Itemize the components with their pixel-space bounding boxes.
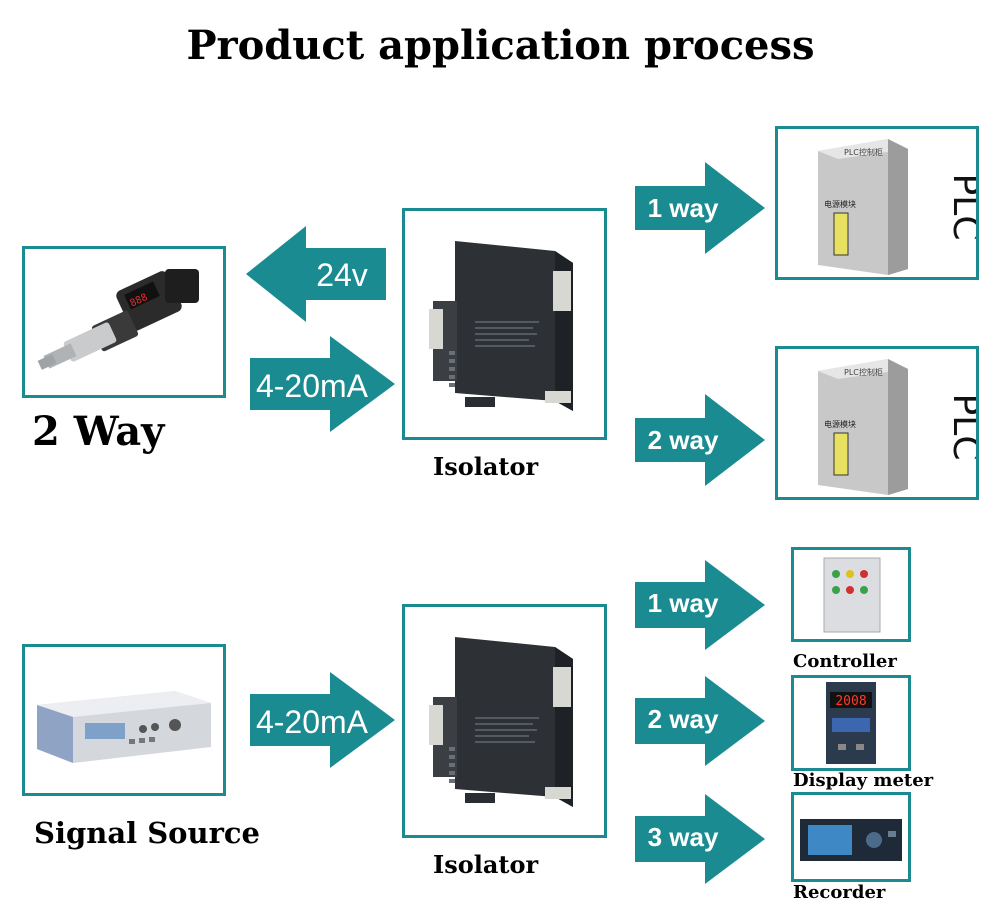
signal-arrow-bottom-label: 4-20mA [256,704,369,740]
isolator-box-top [402,208,607,440]
controller-label: Controller [793,651,897,672]
plc-label-2: PLC [945,394,976,461]
isolator-label-top: Isolator [433,452,539,481]
output-arrow-bottom-1-label: 1 way [648,588,719,618]
plc-box-1: PLC控制柜 电源模块 PLC [775,126,979,280]
power-arrow-label: 24v [316,257,368,293]
recorder-label: Recorder [793,882,886,903]
isolator-image-bottom [429,637,573,807]
controller-box [791,547,911,642]
power-arrow: 24v [246,226,386,322]
pressure-transmitter-image: 888 [37,269,199,370]
page-title: Product application process [186,22,815,69]
isolator-label-bottom: Isolator [433,850,539,879]
signal-source-box [22,644,226,796]
plc-panel-text-1: PLC控制柜 [844,147,883,157]
plc-module-text-2: 电源模块 [824,419,856,429]
output-arrow-bottom-2: 2 way [635,676,765,766]
plc-module-text-1: 电源模块 [824,199,856,209]
meter-value: 2008 [835,694,866,709]
controller-image [823,557,881,633]
output-arrow-top-1-label: 1 way [648,193,719,223]
pressure-transmitter-box: 888 [22,246,226,398]
output-arrow-top-2-label: 2 way [648,425,719,455]
output-arrow-bottom-3: 3 way [635,794,765,884]
display-meter-image: 2008 [826,682,876,764]
isolator-image-top [429,241,573,411]
recorder-box [791,792,911,882]
signal-generator-image [37,691,211,763]
output-arrow-top-1: 1 way [635,162,765,254]
signal-arrow-top: 4-20mA [250,336,395,432]
plc-panel-text-2: PLC控制柜 [844,367,883,377]
plc-cabinet-image-2: PLC控制柜 电源模块 PLC [818,359,976,495]
isolator-box-bottom [402,604,607,838]
output-arrow-bottom-1: 1 way [635,560,765,650]
plc-box-2: PLC控制柜 电源模块 PLC [775,346,979,500]
output-arrow-bottom-2-label: 2 way [648,704,719,734]
sensor-label: 2 Way [32,408,165,455]
display-meter-box: 2008 [791,675,911,771]
plc-label-1: PLC [945,174,976,241]
signal-arrow-top-label: 4-20mA [256,368,369,404]
plc-cabinet-image-1: PLC控制柜 电源模块 PLC [818,139,976,275]
output-arrow-bottom-3-label: 3 way [648,822,719,852]
signal-arrow-bottom: 4-20mA [250,672,395,768]
recorder-image [800,819,902,861]
source-label: Signal Source [34,816,260,850]
output-arrow-top-2: 2 way [635,394,765,486]
display-meter-label: Display meter [793,770,934,791]
